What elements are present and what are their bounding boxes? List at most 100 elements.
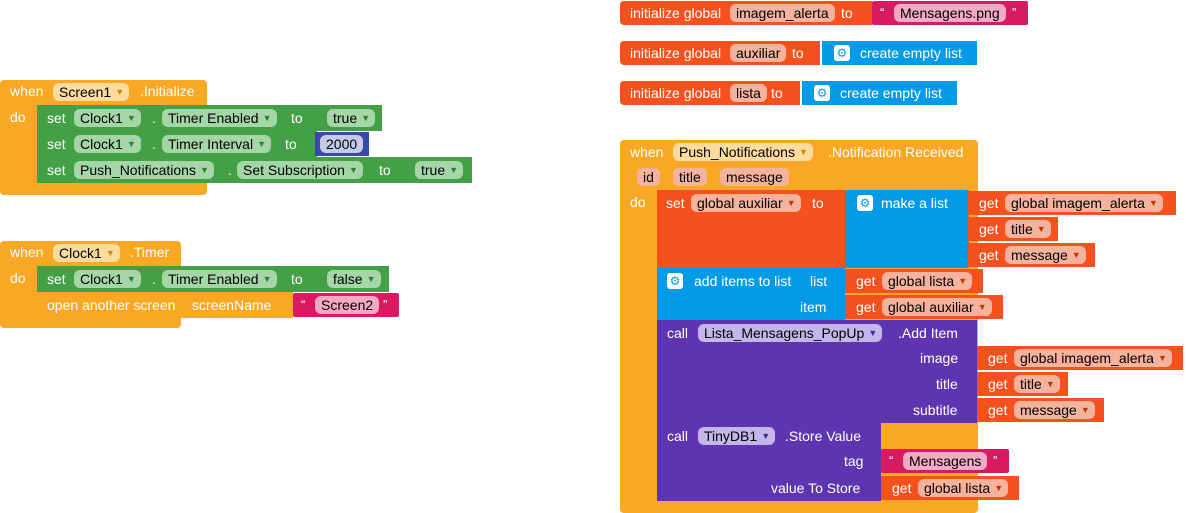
when-label: when xyxy=(10,244,44,260)
variable-dropdown[interactable]: message▼ xyxy=(1014,401,1095,419)
to-label: to xyxy=(771,85,783,101)
boolean-dropdown[interactable]: true▼ xyxy=(327,109,376,127)
set-clock1-timer-interval[interactable]: set Clock1▼ . Timer Interval▼ to xyxy=(37,131,317,157)
get-label: get xyxy=(856,273,876,289)
clock1-dropdown[interactable]: Clock1▼ xyxy=(53,244,120,262)
global-name-auxiliar[interactable]: auxiliar xyxy=(730,44,787,62)
variable-dropdown[interactable]: title▼ xyxy=(1005,220,1051,238)
event-name: .Initialize xyxy=(140,83,195,99)
get-message[interactable]: get message▼ xyxy=(968,243,1095,267)
variable-dropdown[interactable]: title▼ xyxy=(1014,375,1060,393)
push-notifications-dropdown[interactable]: Push_Notifications▼ xyxy=(673,143,813,161)
get-label: get xyxy=(988,350,1008,366)
init-global-imagem-alerta-block[interactable]: initialize global imagem_alerta to xyxy=(620,1,872,25)
gear-icon[interactable]: ⚙ xyxy=(814,85,830,101)
variable-dropdown[interactable]: global auxiliar▼ xyxy=(882,298,992,316)
chevron-down-icon: ▼ xyxy=(349,165,358,175)
chevron-down-icon: ▼ xyxy=(115,87,125,97)
get-global-auxiliar[interactable]: get global auxiliar▼ xyxy=(845,295,1003,319)
property-dropdown[interactable]: Timer Interval▼ xyxy=(162,135,272,153)
set-global-auxiliar-block[interactable]: set global auxiliar▼ to xyxy=(657,190,845,268)
chevron-down-icon: ▼ xyxy=(361,113,371,123)
boolean-dropdown[interactable]: true▼ xyxy=(415,161,464,179)
set-push-notifications-subscription[interactable]: set Push_Notifications▼ . Set Subscripti… xyxy=(37,157,472,183)
init-global-label: initialize global xyxy=(630,5,722,21)
call-popup-add-item-block[interactable]: call Lista_Mensagens_PopUp▼ .Add Item im… xyxy=(657,320,977,423)
do-label: do xyxy=(630,194,646,210)
add-items-to-list-block[interactable]: ⚙ add items to list list item xyxy=(657,268,845,320)
component-dropdown[interactable]: TinyDB1▼ xyxy=(698,427,776,445)
gear-icon[interactable]: ⚙ xyxy=(667,273,683,289)
gear-icon[interactable]: ⚙ xyxy=(834,45,850,61)
text-block-screen2[interactable]: “ Screen2 ” xyxy=(293,293,399,317)
chevron-down-icon: ▼ xyxy=(761,431,771,441)
call-tinydb-store-value-block[interactable]: call TinyDB1▼ .Store Value tag value To … xyxy=(657,423,881,501)
get-title[interactable]: get title▼ xyxy=(968,217,1058,241)
create-empty-list-block[interactable]: ⚙ create empty list xyxy=(802,81,957,105)
global-name-lista[interactable]: lista xyxy=(730,84,767,102)
tag-label: tag xyxy=(844,453,864,469)
chevron-down-icon: ▼ xyxy=(994,483,1004,493)
param-id[interactable]: id xyxy=(637,168,660,186)
chevron-down-icon: ▼ xyxy=(1045,379,1055,389)
param-title[interactable]: title xyxy=(673,168,707,186)
component-dropdown[interactable]: Lista_Mensagens_PopUp▼ xyxy=(698,324,883,342)
create-empty-list-block[interactable]: ⚙ create empty list xyxy=(822,41,977,65)
global-name-imagem-alerta[interactable]: imagem_alerta xyxy=(730,4,835,22)
variable-dropdown[interactable]: global lista▼ xyxy=(918,479,1009,497)
variable-dropdown[interactable]: global lista▼ xyxy=(882,272,973,290)
component-dropdown[interactable]: Clock1▼ xyxy=(74,270,141,288)
set-label: set xyxy=(47,136,66,152)
text-value[interactable]: Screen2 xyxy=(315,296,380,314)
when-label: when xyxy=(10,83,44,99)
variable-dropdown[interactable]: global imagem_alerta▼ xyxy=(1005,194,1163,212)
boolean-dropdown[interactable]: false▼ xyxy=(327,270,381,288)
chevron-down-icon: ▼ xyxy=(786,198,796,208)
variable-dropdown[interactable]: global auxiliar▼ xyxy=(691,194,801,212)
component-dropdown[interactable]: Clock1▼ xyxy=(74,135,141,153)
open-quote-icon: “ xyxy=(301,297,306,312)
make-a-list-block[interactable]: ⚙ make a list xyxy=(845,190,969,268)
set-clock1-timer-enabled[interactable]: set Clock1▼ . Timer Enabled▼ to false▼ xyxy=(37,266,389,292)
chevron-down-icon: ▼ xyxy=(799,147,808,157)
open-another-screen-block[interactable]: open another screen screenName xyxy=(37,292,293,318)
chevron-down-icon: ▼ xyxy=(977,302,987,312)
property-dropdown[interactable]: Timer Enabled▼ xyxy=(162,270,277,288)
gear-icon[interactable]: ⚙ xyxy=(857,195,873,211)
init-global-auxiliar-block[interactable]: initialize global auxiliar to xyxy=(620,41,820,65)
property-dropdown[interactable]: Set Subscription▼ xyxy=(237,161,363,179)
init-global-label: initialize global xyxy=(630,85,722,101)
component-dropdown[interactable]: Push_Notifications▼ xyxy=(74,161,214,179)
property-dropdown[interactable]: Timer Enabled▼ xyxy=(162,109,277,127)
text-value[interactable]: Mensagens.png xyxy=(894,4,1006,22)
text-block-mensagens-png[interactable]: “ Mensagens.png ” xyxy=(872,1,1028,25)
set-label: set xyxy=(47,110,66,126)
number-value[interactable]: 2000 xyxy=(320,135,364,153)
get-global-lista[interactable]: get global lista▼ xyxy=(881,476,1019,500)
param-message[interactable]: message xyxy=(720,168,789,186)
call-label: call xyxy=(667,428,689,444)
get-message[interactable]: get message▼ xyxy=(977,398,1104,422)
text-block-mensagens[interactable]: “ Mensagens ” xyxy=(881,449,1009,473)
chevron-down-icon: ▼ xyxy=(449,165,459,175)
init-global-lista-block[interactable]: initialize global lista to xyxy=(620,81,800,105)
close-quote-icon: ” xyxy=(1012,5,1017,20)
number-block-2000[interactable]: 2000 xyxy=(315,132,369,156)
method-name: .Store Value xyxy=(785,428,862,444)
variable-dropdown[interactable]: message▼ xyxy=(1005,246,1086,264)
screen1-dropdown[interactable]: Screen1▼ xyxy=(53,83,130,101)
get-label: get xyxy=(979,195,999,211)
screenname-label: screenName xyxy=(192,297,272,313)
text-value[interactable]: Mensagens xyxy=(903,452,988,470)
get-global-imagem-alerta[interactable]: get global imagem_alerta▼ xyxy=(968,191,1176,215)
variable-dropdown[interactable]: global imagem_alerta▼ xyxy=(1014,349,1172,367)
get-global-lista[interactable]: get global lista▼ xyxy=(845,269,983,293)
add-items-label: add items to list xyxy=(694,273,792,289)
make-a-list-label: make a list xyxy=(881,195,948,211)
do-label: do xyxy=(10,270,26,286)
set-clock1-timer-enabled[interactable]: set Clock1▼ . Timer Enabled▼ to true▼ xyxy=(37,105,382,131)
component-dropdown[interactable]: Clock1▼ xyxy=(74,109,141,127)
get-global-imagem-alerta[interactable]: get global imagem_alerta▼ xyxy=(977,346,1183,370)
chevron-down-icon: ▼ xyxy=(1148,198,1158,208)
get-title[interactable]: get title▼ xyxy=(977,372,1068,396)
